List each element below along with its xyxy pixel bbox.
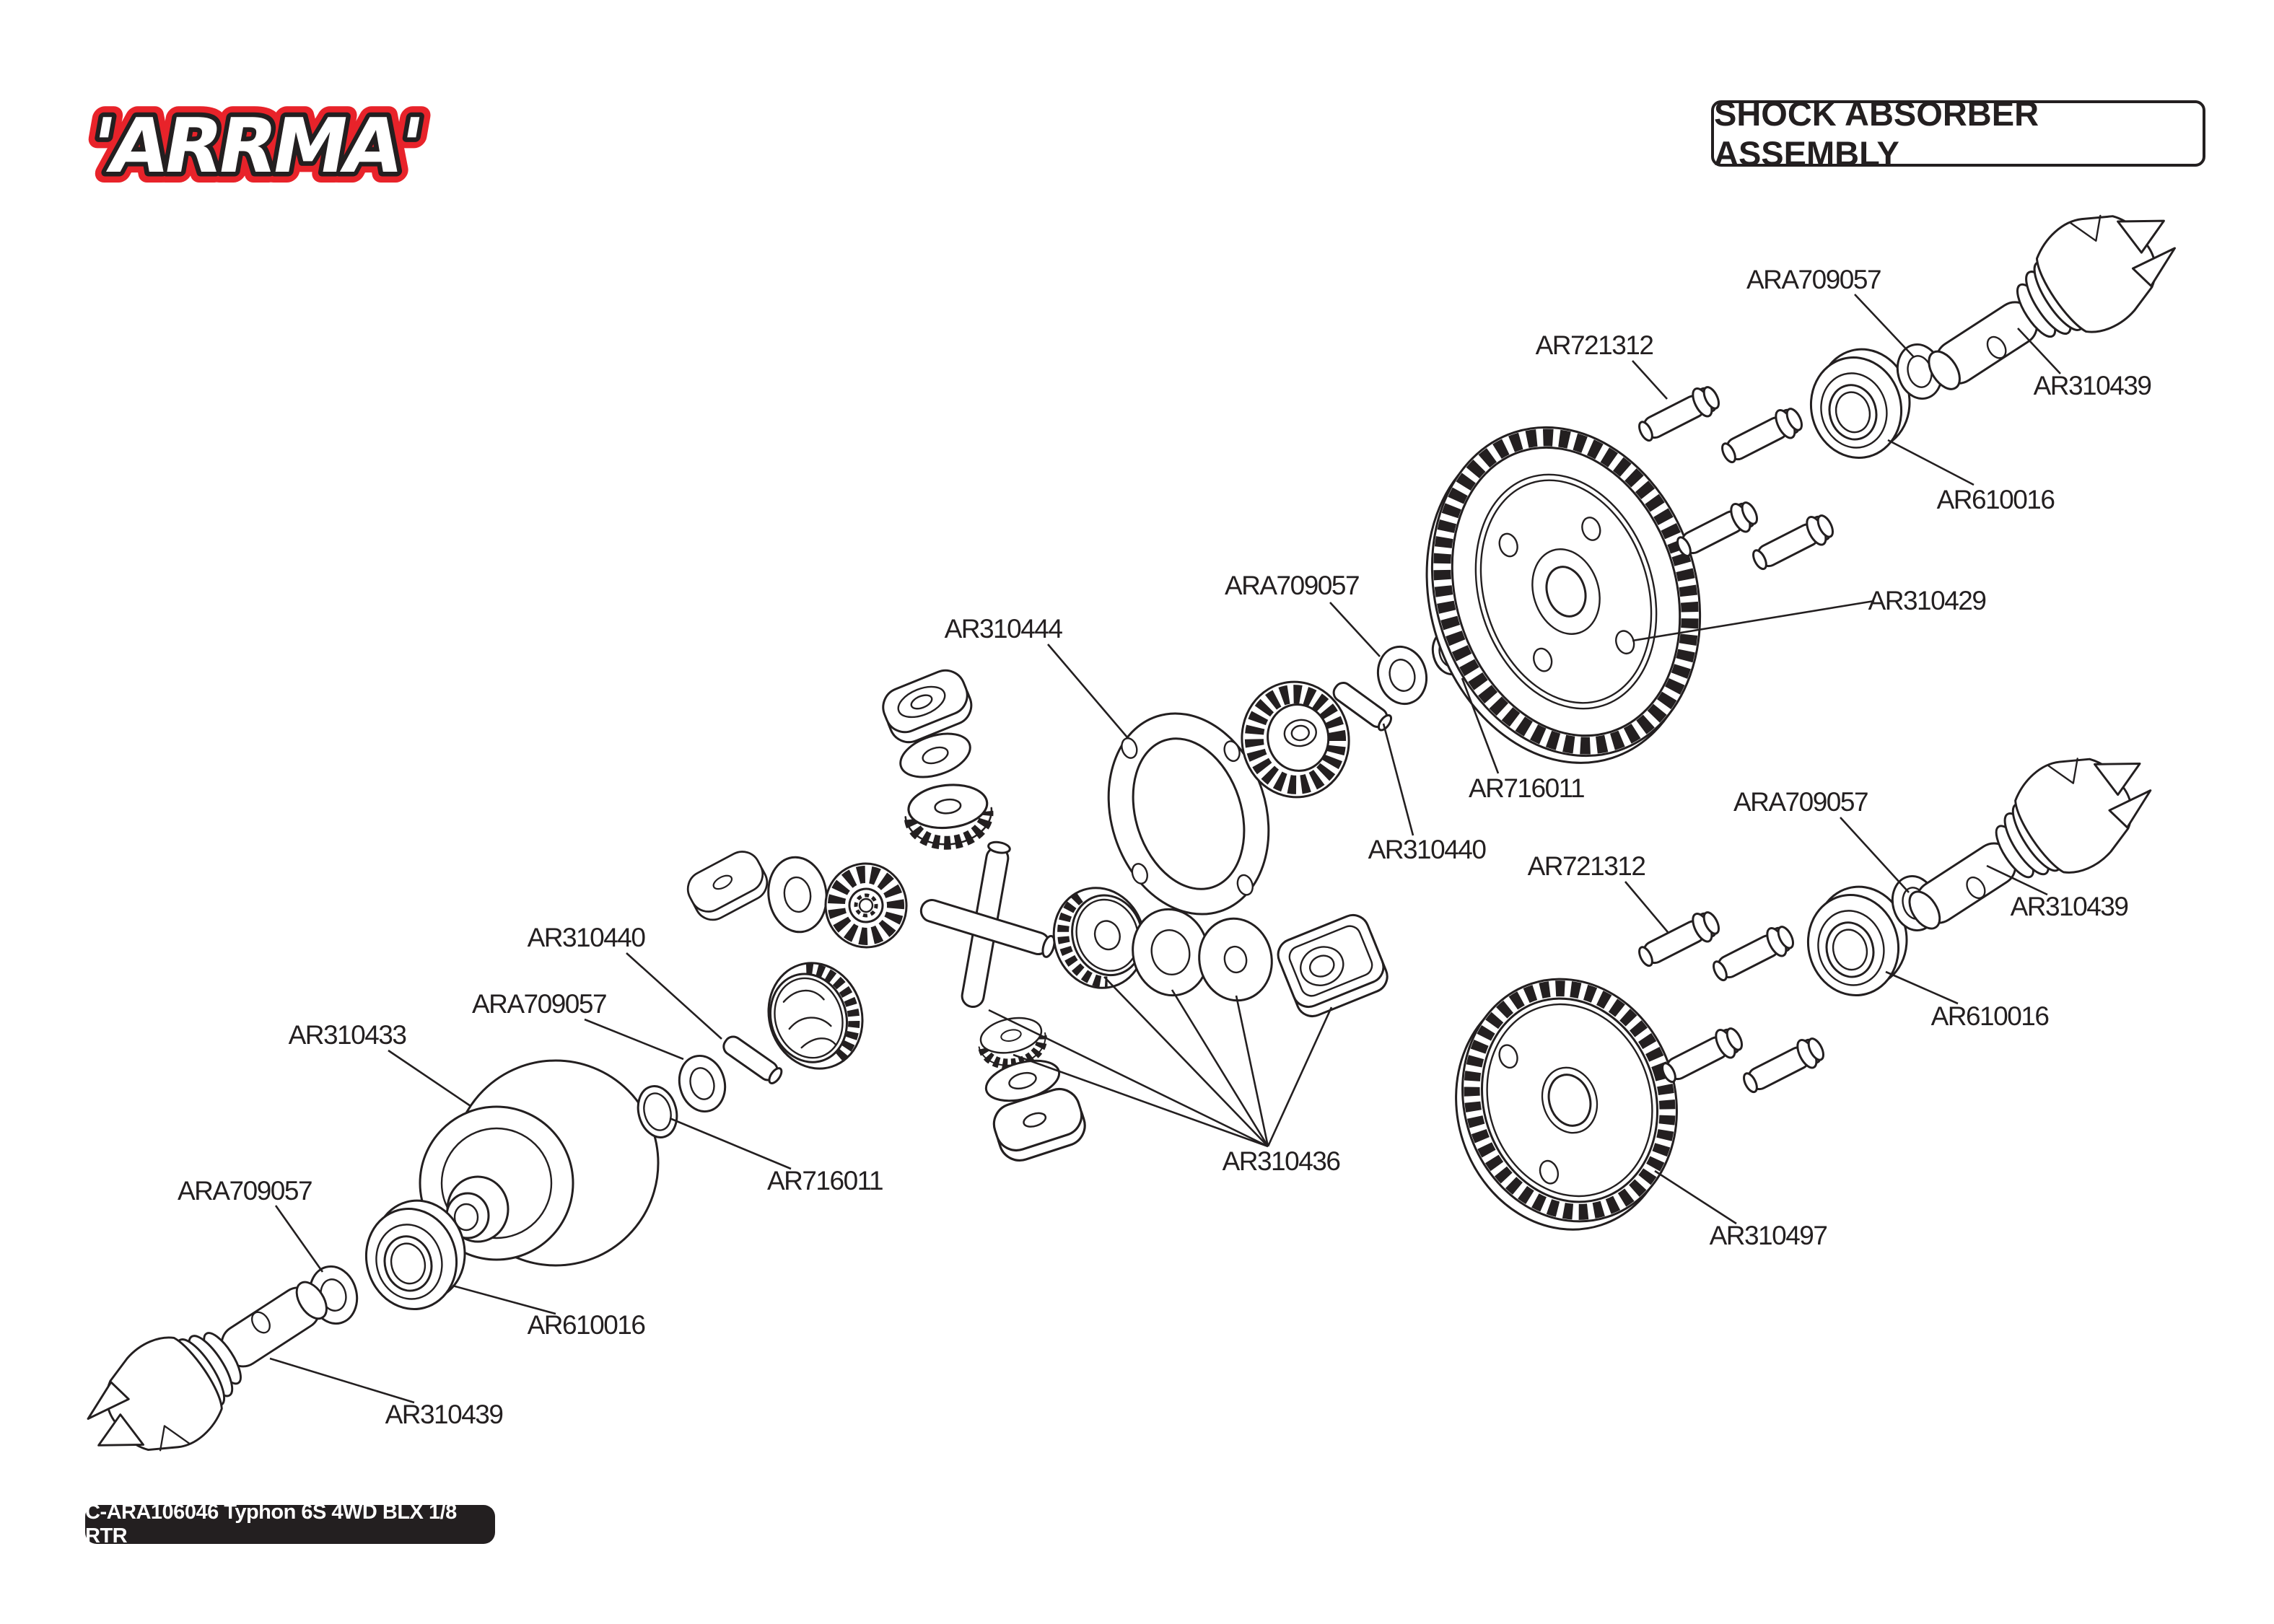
leader-line bbox=[1103, 976, 1269, 1147]
page-title-text: SHOCK ABSORBER ASSEMBLY bbox=[1714, 95, 2039, 172]
callout-AR310433: AR310433 bbox=[288, 1020, 407, 1050]
leader-line bbox=[988, 1009, 1269, 1148]
screw-pin bbox=[1747, 509, 1839, 577]
outdrive-cup bbox=[64, 1247, 353, 1488]
screw-pin bbox=[1671, 496, 1763, 564]
thrust-pad-small bbox=[681, 844, 774, 927]
screw-pin bbox=[1738, 1032, 1829, 1100]
callout-ARA709057: ARA709057 bbox=[1746, 265, 1882, 294]
arrma-logo: 'ARRMA' 'ARRMA' 'ARRMA' bbox=[81, 92, 432, 196]
leader-line bbox=[1382, 723, 1414, 836]
leader-line bbox=[1329, 602, 1381, 657]
leader-line bbox=[1887, 439, 1975, 486]
diff-washer-small-hole bbox=[1198, 917, 1273, 1002]
leader-line bbox=[269, 1357, 415, 1404]
spider-washer bbox=[767, 856, 828, 934]
leader-line bbox=[1632, 360, 1668, 400]
model-badge: C-ARA106046 Typhon 6S 4WD BLX 1/8 RTR bbox=[85, 1501, 495, 1548]
leader-line bbox=[1654, 1169, 1737, 1225]
callout-AR310440: AR310440 bbox=[1368, 835, 1487, 864]
diff-gasket bbox=[1107, 712, 1270, 916]
leader-line bbox=[1461, 677, 1500, 774]
leader-line bbox=[1267, 1006, 1333, 1147]
leader-line bbox=[1013, 1053, 1269, 1148]
leader-lines bbox=[269, 294, 2061, 1404]
spur-gear bbox=[1425, 426, 1702, 764]
screw-pin bbox=[1633, 380, 1725, 449]
callout-AR716011: AR716011 bbox=[1468, 773, 1586, 803]
arrma-logo-outline-black: 'ARRMA' bbox=[83, 102, 426, 190]
leader-line bbox=[1171, 989, 1269, 1147]
cross-pin-shaft bbox=[919, 840, 1056, 1009]
bevel-pinion-gear bbox=[824, 862, 908, 949]
diff-washer-large-hole bbox=[1132, 908, 1210, 997]
callout-AR310444: AR310444 bbox=[944, 614, 1063, 644]
leader-line bbox=[388, 1049, 471, 1107]
callout-AR610016: AR610016 bbox=[527, 1310, 646, 1340]
washer bbox=[678, 1054, 727, 1113]
arrma-logo-outline-red: 'ARRMA' bbox=[83, 102, 426, 190]
screw-pin bbox=[1633, 905, 1725, 974]
crown-bevel-gear bbox=[1241, 680, 1350, 799]
leader-line bbox=[584, 1018, 684, 1061]
callout-ARA709057: ARA709057 bbox=[471, 989, 608, 1019]
callout-AR610016: AR610016 bbox=[1930, 1001, 2050, 1031]
ring-gear bbox=[1455, 978, 1678, 1231]
leader-line bbox=[1632, 600, 1875, 642]
leader-line bbox=[626, 952, 722, 1040]
leader-line bbox=[669, 1117, 792, 1170]
callout-ARA709057: ARA709057 bbox=[1224, 571, 1360, 600]
diff-pressure-plate bbox=[1277, 913, 1389, 1017]
leader-line bbox=[1047, 644, 1128, 738]
shim-ring bbox=[637, 1085, 678, 1138]
leader-line bbox=[452, 1284, 556, 1315]
leader-line bbox=[1885, 970, 1959, 1005]
diff-pin bbox=[719, 1032, 786, 1087]
callout-AR310440: AR310440 bbox=[527, 923, 646, 952]
callout-ARA709057: ARA709057 bbox=[177, 1176, 313, 1206]
callout-AR721312: AR721312 bbox=[1535, 330, 1654, 360]
callout-AR310497: AR310497 bbox=[1709, 1221, 1828, 1250]
leader-line bbox=[1854, 294, 1915, 358]
leader-line bbox=[1986, 864, 2048, 896]
screw-pin bbox=[1656, 1022, 1748, 1090]
slotted-disc-gear bbox=[1052, 887, 1146, 989]
callout-AR310439: AR310439 bbox=[2010, 892, 2129, 921]
leader-line bbox=[1624, 881, 1669, 933]
washer bbox=[1376, 645, 1428, 706]
sun-bevel-gear bbox=[903, 781, 995, 848]
screw-pin bbox=[1707, 920, 1799, 988]
shim-washer bbox=[899, 732, 971, 778]
leader-line bbox=[274, 1205, 324, 1273]
screw-pin bbox=[1716, 402, 1808, 470]
callout-AR310439: AR310439 bbox=[2033, 371, 2152, 400]
leader-line bbox=[2017, 328, 2061, 374]
page-title: SHOCK ABSORBER ASSEMBLY bbox=[1711, 95, 2205, 172]
callout-AR310436: AR310436 bbox=[1222, 1146, 1341, 1176]
leader-line bbox=[1235, 995, 1269, 1147]
thrust-pad-top bbox=[882, 669, 973, 744]
arrma-logo-fill: 'ARRMA' bbox=[83, 102, 426, 190]
callout-AR716011: AR716011 bbox=[766, 1166, 884, 1195]
leader-line bbox=[1840, 817, 1910, 893]
slotted-output-gear bbox=[767, 962, 864, 1070]
callout-AR310429: AR310429 bbox=[1868, 586, 1987, 615]
outdrive-cup bbox=[1883, 721, 2174, 964]
callout-AR310439: AR310439 bbox=[385, 1400, 504, 1429]
callout-AR721312: AR721312 bbox=[1527, 851, 1646, 881]
callout-ARA709057: ARA709057 bbox=[1733, 787, 1869, 817]
callout-AR610016: AR610016 bbox=[1936, 485, 2055, 514]
